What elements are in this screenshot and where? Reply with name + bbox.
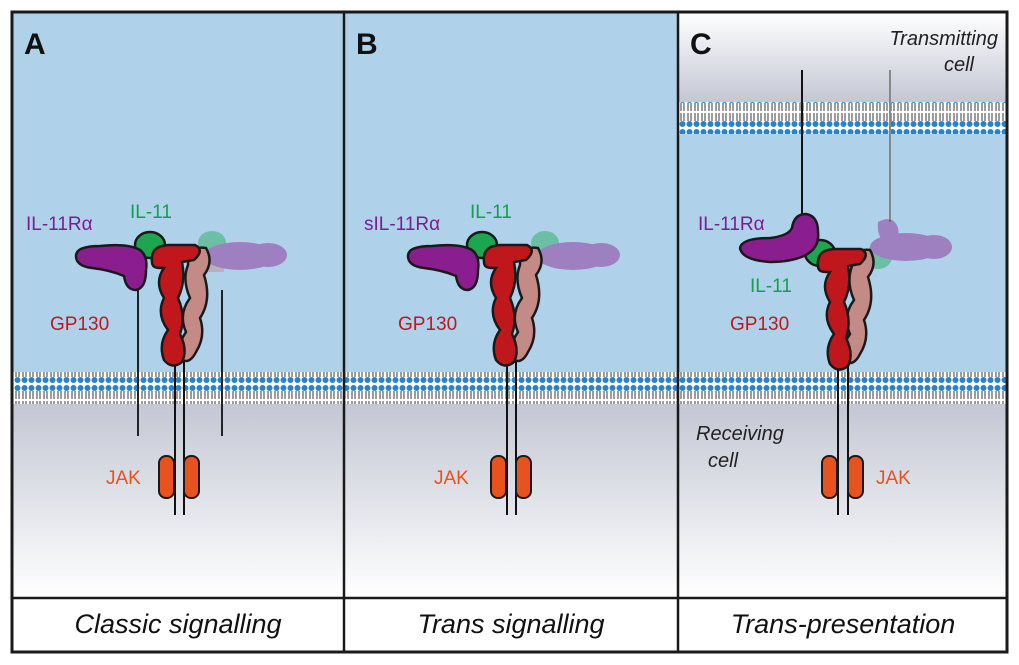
cytoplasm (12, 404, 344, 598)
gp130-label: GP130 (730, 314, 789, 335)
jak-kinase-right (183, 455, 200, 499)
panel-a: A IL-11Rα IL-11 GP130 JAK Classic signal… (12, 12, 344, 639)
il11ra-label: IL-11Rα (26, 214, 93, 235)
il11-label: IL-11 (750, 276, 792, 297)
jak-kinase-right (847, 455, 864, 499)
transmitting-cell-label-line2: cell (944, 54, 975, 76)
receiving-cell-cytoplasm (678, 404, 1007, 598)
il11ra-receptor (74, 243, 148, 292)
panel-letter: A (24, 28, 46, 61)
cytoplasm (344, 404, 678, 598)
il11-label: IL-11 (470, 202, 512, 223)
jak-kinase-right (515, 455, 532, 499)
sil11ra-label: sIL-11Rα (364, 214, 440, 235)
panel-caption: Trans-presentation (731, 609, 956, 639)
gp130-partner (842, 248, 875, 365)
cell-membrane (344, 372, 678, 404)
jak-label: JAK (876, 468, 911, 489)
gp130-label: GP130 (398, 314, 457, 335)
figure-frame (10, 10, 1009, 654)
gp130-receptor (150, 243, 201, 367)
gp130-receptor (482, 243, 533, 367)
panel-caption: Trans signalling (417, 609, 604, 639)
il11-label: IL-11 (130, 202, 172, 223)
transmitting-cell-label-line1: Transmitting (889, 28, 998, 50)
gp130-receptor (816, 247, 867, 371)
transmitting-cell-cytoplasm (678, 12, 1007, 102)
cell-membrane (12, 372, 344, 404)
panel-c: C Transmitting cell IL-11Rα IL-11 GP130 … (678, 12, 1007, 639)
gp130-partner (178, 246, 211, 363)
panel-b: B sIL-11Rα IL-11 GP130 JAK Trans signall… (344, 12, 678, 639)
jak-kinase-left (490, 455, 507, 499)
receiving-cell-label-line1: Receiving (696, 423, 784, 445)
il11ra-receptor (738, 212, 820, 264)
transmitting-cell-membrane (678, 102, 1007, 134)
jak-label: JAK (106, 468, 141, 489)
jak-kinase-left (158, 455, 175, 499)
sil11ra-receptor (406, 243, 480, 292)
faded-receptor-complex (864, 219, 952, 269)
receiving-cell-label-line2: cell (708, 450, 739, 472)
jak-kinase-left (821, 455, 838, 499)
receiving-cell-membrane (678, 372, 1007, 404)
faded-receptor-complex (198, 231, 287, 272)
gp130-label: GP130 (50, 314, 109, 335)
gp130-partner (510, 246, 543, 363)
panel-letter: B (356, 28, 378, 61)
panel-letter: C (690, 28, 712, 61)
panel-caption: Classic signalling (74, 609, 281, 639)
faded-receptor-complex (531, 231, 620, 270)
jak-label: JAK (434, 468, 469, 489)
il11ra-label: IL-11Rα (698, 214, 765, 235)
